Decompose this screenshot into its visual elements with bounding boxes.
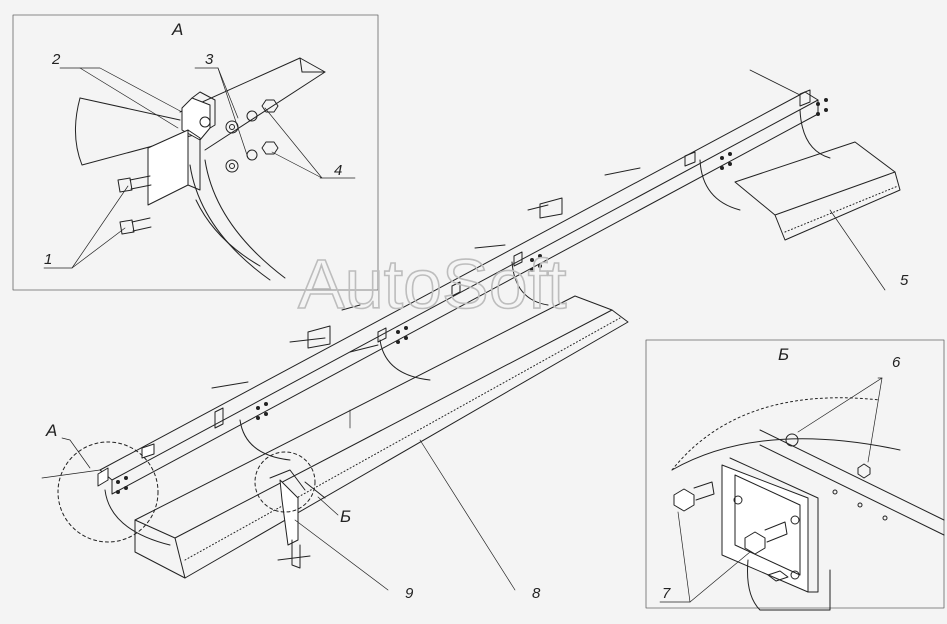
watermark: AutoSoft — [298, 245, 567, 323]
callout-2: 2 — [51, 51, 61, 68]
callout-5: 5 — [900, 272, 909, 289]
callout-7: 7 — [662, 585, 671, 602]
detail-a-frame — [12, 14, 379, 291]
callout-1: 1 — [44, 251, 52, 268]
detail-mark-a: А — [45, 421, 57, 440]
callout-4: 4 — [334, 162, 342, 179]
detail-b-circle — [254, 451, 316, 513]
detail-b-title: Б — [778, 345, 789, 364]
callout-8: 8 — [532, 585, 541, 602]
detail-view-a — [12, 14, 379, 291]
main-trough — [134, 295, 613, 539]
callout-6: 6 — [892, 354, 901, 371]
detail-a-circle — [57, 441, 159, 543]
callout-3: 3 — [205, 51, 214, 68]
detail-a-title: А — [171, 20, 183, 39]
callout-9: 9 — [405, 585, 414, 602]
detail-b-frame — [645, 339, 945, 609]
detail-mark-b: Б — [340, 507, 351, 526]
main-assembly — [41, 69, 901, 591]
detail-view-b — [645, 339, 945, 611]
